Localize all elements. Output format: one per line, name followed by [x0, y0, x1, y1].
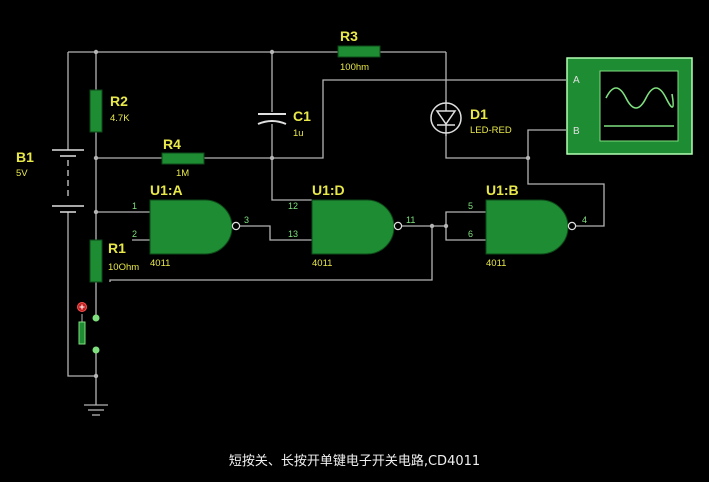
c1-value: 1u: [293, 128, 304, 139]
r3-ref: R3: [340, 28, 358, 44]
scope-channel-b: B: [573, 126, 580, 137]
resistor-r1: [89, 239, 103, 283]
r1-ref: R1: [108, 240, 126, 256]
u1b-part: 4011: [486, 258, 506, 269]
d1-ref: D1: [470, 106, 488, 122]
u1b-pin6: 6: [468, 229, 473, 239]
scope-channel-a: A: [573, 75, 580, 86]
nand-gate-u1d: [311, 199, 403, 255]
nand-gate-u1b: [485, 199, 577, 255]
push-button-switch[interactable]: [77, 302, 100, 354]
u1b-ref: U1:B: [486, 182, 519, 198]
b1-ref: B1: [16, 149, 34, 165]
u1a-pin3: 3: [244, 215, 249, 225]
r4-value: 1M: [176, 168, 189, 179]
r1-value: 10Ohm: [108, 262, 139, 273]
u1a-ref: U1:A: [150, 182, 183, 198]
junctions: [93, 49, 531, 379]
resistor-r3: [337, 45, 381, 58]
u1b-pin4: 4: [582, 215, 587, 225]
r2-ref: R2: [110, 93, 128, 109]
capacitor-c1: [257, 113, 287, 125]
u1d-pin11: 11: [406, 215, 415, 225]
oscilloscope[interactable]: [566, 57, 693, 155]
resistor-r2: [89, 89, 103, 133]
u1d-ref: U1:D: [312, 182, 345, 198]
b1-value: 5V: [16, 168, 28, 179]
u1b-pin5: 5: [468, 201, 473, 211]
r2-value: 4.7K: [110, 113, 130, 124]
resistor-r4: [161, 152, 205, 165]
u1d-pin13: 13: [288, 229, 298, 239]
led-d1: [430, 100, 462, 136]
nand-gate-u1a: [149, 199, 241, 255]
u1d-part: 4011: [312, 258, 332, 269]
scope-waveform: [605, 87, 674, 109]
wires: [67, 51, 605, 405]
r4-ref: R4: [163, 136, 181, 152]
diagram-caption: 短按关、长按开单键电子开关电路,CD4011: [228, 454, 481, 469]
u1d-pin12: 12: [288, 201, 298, 211]
ground-icon: [84, 404, 108, 416]
d1-value: LED-RED: [470, 125, 512, 136]
c1-ref: C1: [293, 108, 311, 124]
u1a-part: 4011: [150, 258, 170, 269]
battery-b1: [52, 149, 84, 213]
u1a-pin1: 1: [132, 201, 137, 211]
r3-value: 100hm: [340, 62, 369, 73]
u1a-pin2: 2: [132, 229, 137, 239]
